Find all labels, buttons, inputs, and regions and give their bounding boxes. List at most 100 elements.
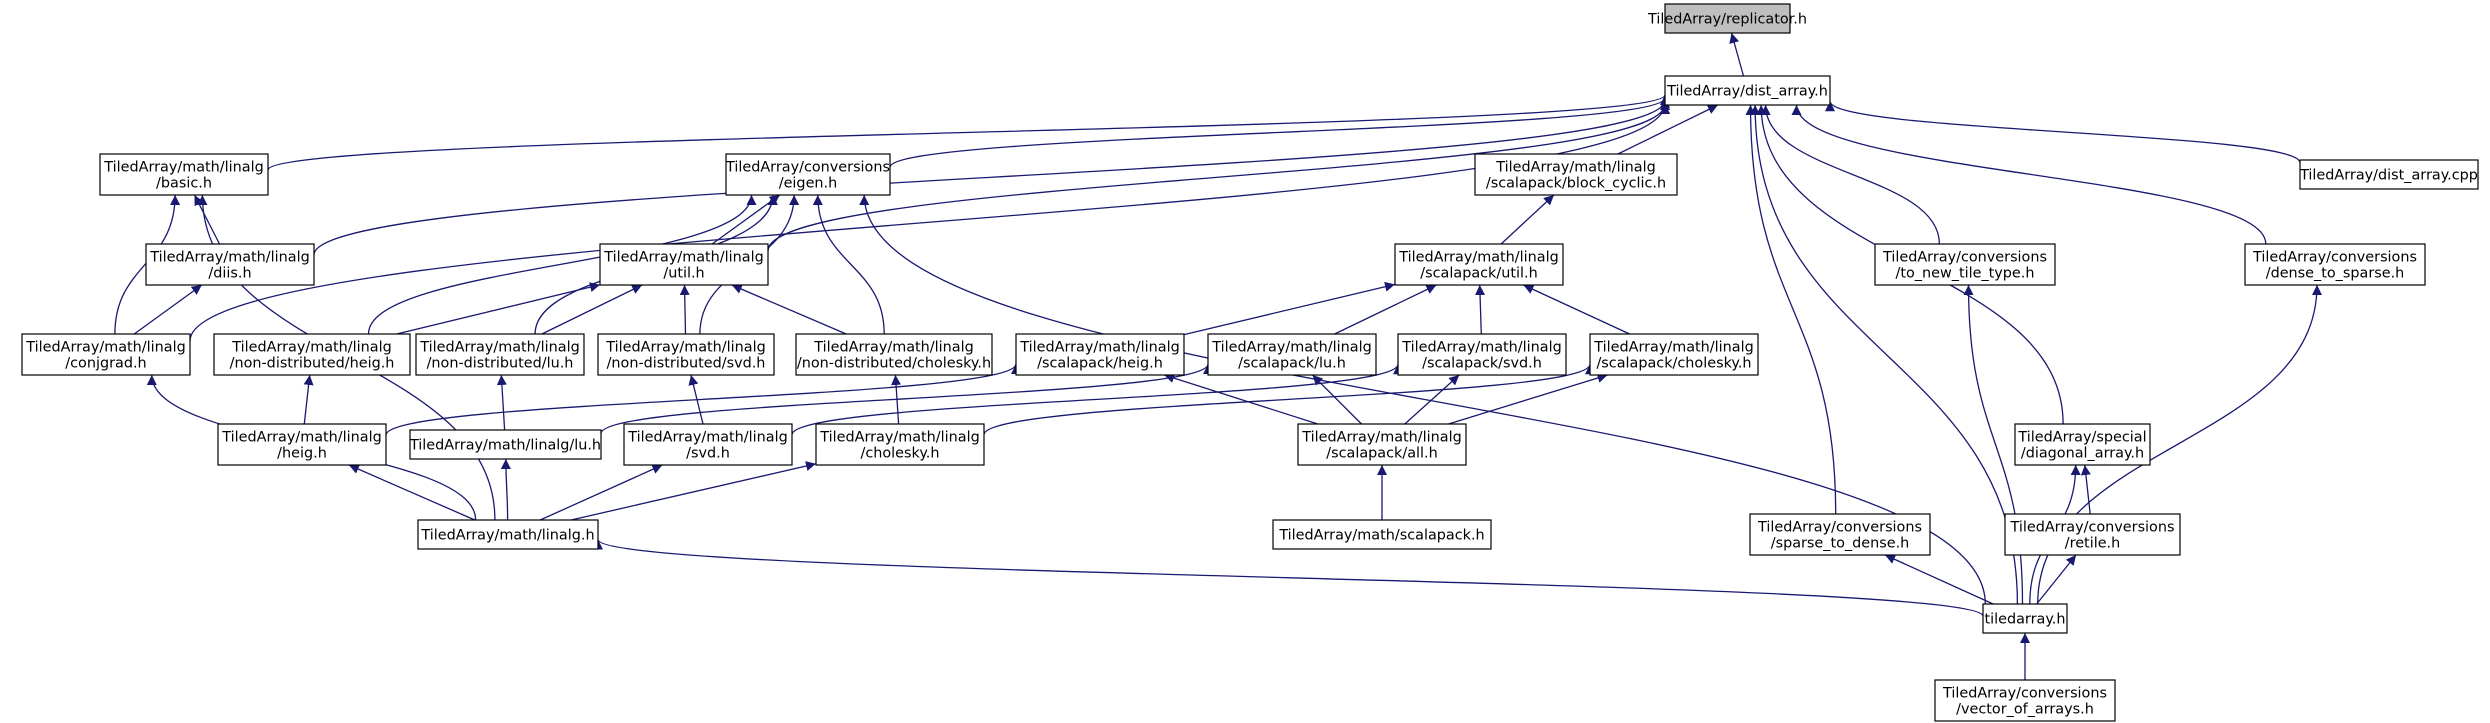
node-box[interactable] [1272, 519, 1492, 550]
node-box[interactable] [599, 243, 769, 286]
node-label: /scalapack/svd.h [1422, 356, 1542, 372]
node-box[interactable] [1297, 423, 1467, 466]
node-dist_array_cpp[interactable]: TiledArray/dist_array.cpp [2299, 159, 2479, 190]
edge-conv_dense_to_sparse-to-dist_array [1791, 104, 2267, 245]
node-tiledarray[interactable]: tiledarray.h [1982, 603, 2068, 634]
edge-linalg_svd-to-sc_svd [791, 364, 1403, 435]
edge-tiledarray-to-math_linalg [593, 538, 1984, 617]
node-linalg_basic[interactable]: TiledArray/math/linalg/basic.h [99, 153, 269, 196]
node-label: TiledArray/conversions [725, 160, 890, 176]
edge-conjgrad-to-dist_array [189, 103, 1670, 342]
edges-layer [114, 32, 2322, 680]
node-conv_vector_of_arrays[interactable]: TiledArray/conversions/vector_of_arrays.… [1934, 679, 2116, 722]
node-replicator[interactable]: TiledArray/replicator.h [1647, 3, 1807, 34]
node-box[interactable] [795, 333, 993, 376]
node-box[interactable] [2004, 513, 2181, 556]
node-conv_to_new_tile[interactable]: TiledArray/conversions/to_new_tile_type.… [1874, 243, 2056, 286]
node-box[interactable] [409, 429, 602, 460]
node-label: /non-distributed/lu.h [427, 356, 574, 372]
node-sc_lu[interactable]: TiledArray/math/linalg/scalapack/lu.h [1207, 333, 1377, 376]
node-linalg_diis[interactable]: TiledArray/math/linalg/diis.h [145, 243, 315, 286]
node-box[interactable] [213, 333, 411, 376]
edge-nd_lu-to-linalg_util [541, 284, 643, 335]
node-box[interactable] [2244, 243, 2426, 286]
node-nd_cholesky[interactable]: TiledArray/math/linalg/non-distributed/c… [795, 333, 993, 376]
node-math_linalg[interactable]: TiledArray/math/linalg.h [417, 519, 599, 550]
edge-math_linalg-to-linalg_svd [539, 464, 663, 521]
node-box[interactable] [597, 333, 775, 376]
node-box[interactable] [1394, 243, 1564, 286]
node-conv_retile[interactable]: TiledArray/conversions/retile.h [2004, 513, 2181, 556]
node-label: TiledArray/math/linalg.h [420, 528, 594, 544]
node-box[interactable] [2299, 159, 2479, 190]
node-box[interactable] [815, 423, 985, 466]
edge-sc_svd-to-sc_util [1475, 284, 1486, 335]
node-label: /diagonal_array.h [2021, 446, 2144, 462]
node-label: /scalapack/block_cyclic.h [1486, 176, 1666, 192]
node-box[interactable] [1589, 333, 1759, 376]
node-sc_block_cyclic[interactable]: TiledArray/math/linalg/scalapack/block_c… [1474, 153, 1678, 196]
node-box[interactable] [1664, 75, 1831, 106]
node-nd_heig[interactable]: TiledArray/math/linalg/non-distributed/h… [213, 333, 411, 376]
node-box[interactable] [623, 423, 793, 466]
node-conv_sparse_to_dense[interactable]: TiledArray/conversions/sparse_to_dense.h [1749, 513, 1931, 556]
edge-nd_cholesky-to-linalg_util [731, 284, 847, 335]
node-conv_eigen[interactable]: TiledArray/conversions/eigen.h [725, 153, 891, 196]
node-label: /conjgrad.h [65, 356, 146, 372]
node-label: /svd.h [686, 446, 730, 462]
node-box[interactable] [1397, 333, 1567, 376]
node-label: TiledArray/math/linalg [819, 430, 979, 446]
node-box[interactable] [21, 333, 191, 376]
node-box[interactable] [725, 153, 891, 196]
node-box[interactable] [1474, 153, 1678, 196]
node-box[interactable] [1934, 679, 2116, 722]
node-box[interactable] [1874, 243, 2056, 286]
node-label: /scalapack/cholesky.h [1596, 356, 1751, 372]
node-sc_svd[interactable]: TiledArray/math/linalg/scalapack/svd.h [1397, 333, 1567, 376]
node-box[interactable] [1664, 3, 1791, 34]
node-label: /vector_of_arrays.h [1956, 702, 2094, 718]
node-box[interactable] [217, 423, 387, 466]
node-label: /scalapack/util.h [1420, 266, 1537, 282]
node-sc_cholesky[interactable]: TiledArray/math/linalg/scalapack/cholesk… [1589, 333, 1759, 376]
node-linalg_heig[interactable]: TiledArray/math/linalg/heig.h [217, 423, 387, 466]
node-special_diag[interactable]: TiledArray/special/diagonal_array.h [2014, 423, 2151, 466]
node-nd_svd[interactable]: TiledArray/math/linalg/non-distributed/s… [597, 333, 775, 376]
node-sc_all[interactable]: TiledArray/math/linalg/scalapack/all.h [1297, 423, 1467, 466]
node-label: TiledArray/math/linalg [149, 250, 309, 266]
node-label: TiledArray/math/linalg [813, 340, 973, 356]
node-conv_dense_to_sparse[interactable]: TiledArray/conversions/dense_to_sparse.h [2244, 243, 2426, 286]
node-box[interactable] [145, 243, 315, 286]
node-box[interactable] [2014, 423, 2151, 466]
node-math_scalapack[interactable]: TiledArray/math/scalapack.h [1272, 519, 1492, 550]
node-box[interactable] [1207, 333, 1377, 376]
node-box[interactable] [417, 519, 599, 550]
node-linalg_cholesky[interactable]: TiledArray/math/linalg/cholesky.h [815, 423, 985, 466]
node-box[interactable] [1982, 603, 2068, 634]
node-label: TiledArray/conversions [1882, 250, 2047, 266]
node-box[interactable] [1749, 513, 1931, 556]
node-linalg_svd[interactable]: TiledArray/math/linalg/svd.h [623, 423, 793, 466]
node-label: /dense_to_sparse.h [2266, 266, 2405, 282]
node-linalg_util[interactable]: TiledArray/math/linalg/util.h [599, 243, 769, 286]
node-label: TiledArray/math/linalg [1301, 430, 1461, 446]
edge-tiledarray-to-dist_array [1750, 104, 2019, 605]
edge-conv_sparse_to_dense-to-dist_array [1745, 104, 1837, 515]
nodes-layer: TiledArray/replicator.hTiledArray/dist_a… [21, 3, 2479, 722]
node-sc_heig[interactable]: TiledArray/math/linalg/scalapack/heig.h [1015, 333, 1185, 376]
node-box[interactable] [415, 333, 585, 376]
edge-tiledarray-to-conv_retile [2036, 554, 2077, 605]
edge-linalg_util-to-conv_eigen [711, 194, 781, 245]
node-box[interactable] [1015, 333, 1185, 376]
node-conjgrad[interactable]: TiledArray/math/linalg/conjgrad.h [21, 333, 191, 376]
node-box[interactable] [99, 153, 269, 196]
node-dist_array[interactable]: TiledArray/dist_array.h [1664, 75, 1831, 106]
node-linalg_lu[interactable]: TiledArray/math/linalg/lu.h [409, 429, 602, 460]
node-label: TiledArray/math/linalg [605, 340, 765, 356]
edge-tiledarray-to-conv_sparse_to_dense [1884, 554, 1994, 605]
node-sc_util[interactable]: TiledArray/math/linalg/scalapack/util.h [1394, 243, 1564, 286]
edge-conv_retile-to-special_diag [2080, 464, 2091, 515]
node-nd_lu[interactable]: TiledArray/math/linalg/non-distributed/l… [415, 333, 585, 376]
node-label: TiledArray/math/linalg [1593, 340, 1753, 356]
